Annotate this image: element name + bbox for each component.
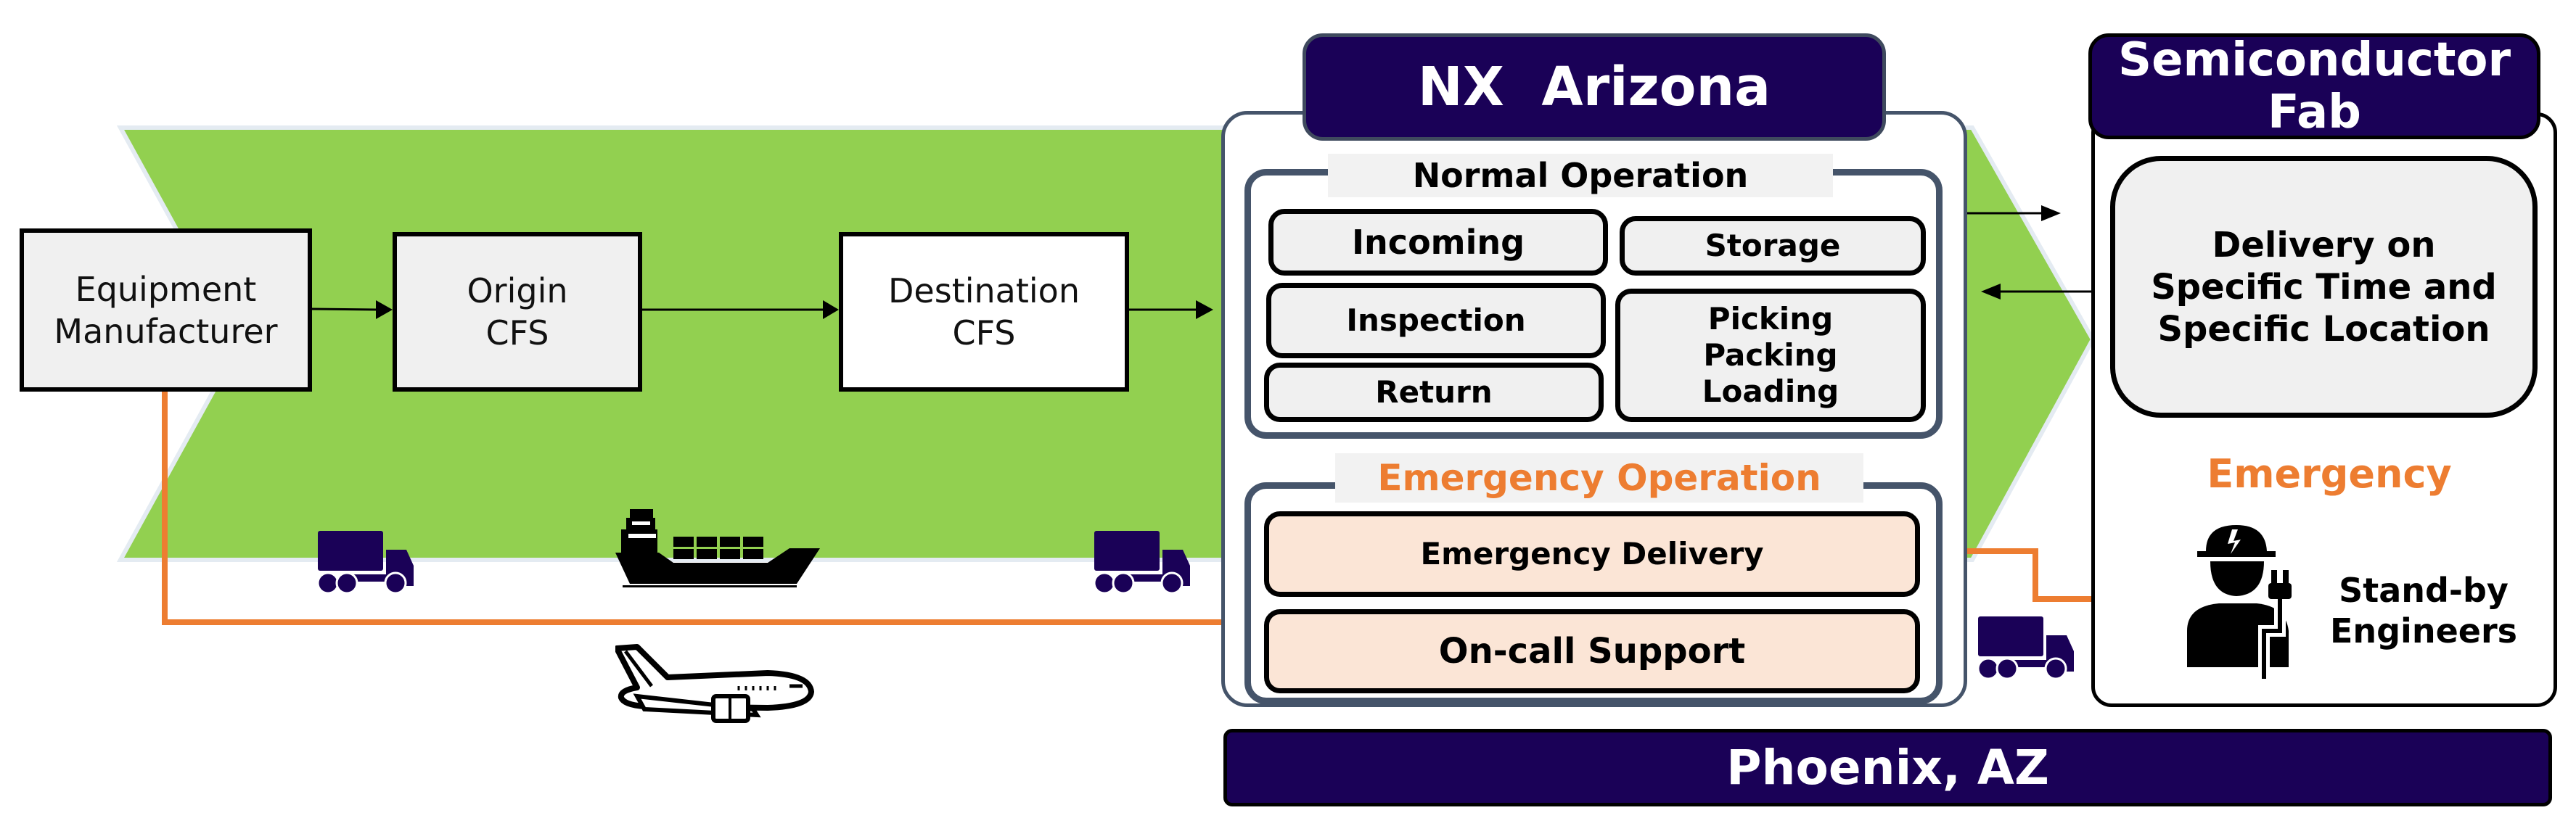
emergency-operation-label: Emergency Operation <box>1335 453 1863 503</box>
phoenix-location-bar: Phoenix, AZ <box>1223 729 2552 806</box>
fab-delivery-box: Delivery on Specific Time and Specific L… <box>2110 156 2538 418</box>
arrow-nx-to-fab <box>1967 205 2061 221</box>
truck-icon <box>318 531 414 595</box>
nx-arizona-title: NX Arizona <box>1303 33 1886 141</box>
fab-emergency-label: Emergency <box>2207 451 2452 497</box>
container-ship-icon <box>615 509 820 587</box>
engineer-icon <box>2187 525 2292 679</box>
truck-icon <box>1978 616 2074 680</box>
standby-engineers-label: Stand-by Engineers <box>2329 571 2518 651</box>
equipment-manufacturer-box: Equipment Manufacturer <box>20 228 312 392</box>
op-return: Return <box>1264 363 1604 422</box>
op-on-call-support: On-call Support <box>1264 609 1920 693</box>
op-incoming: Incoming <box>1268 209 1608 276</box>
op-emergency-delivery: Emergency Delivery <box>1264 511 1920 597</box>
truck-icon <box>1094 531 1190 595</box>
semiconductor-fab-title: Semiconductor Fab <box>2088 33 2540 139</box>
arrow-destination-to-nx <box>1128 300 1213 319</box>
op-storage: Storage <box>1620 216 1926 276</box>
op-inspection: Inspection <box>1266 283 1606 358</box>
airplane-icon <box>615 644 814 723</box>
arrow-manufacturer-to-origin <box>311 300 393 319</box>
arrow-origin-to-destination <box>641 300 839 319</box>
op-picking-packing-loading: Picking Packing Loading <box>1615 289 1926 422</box>
normal-operation-label: Normal Operation <box>1328 154 1833 197</box>
origin-cfs-box: Origin CFS <box>393 232 642 392</box>
arrow-fab-to-nx <box>1981 284 2091 300</box>
destination-cfs-box: Destination CFS <box>839 232 1129 392</box>
